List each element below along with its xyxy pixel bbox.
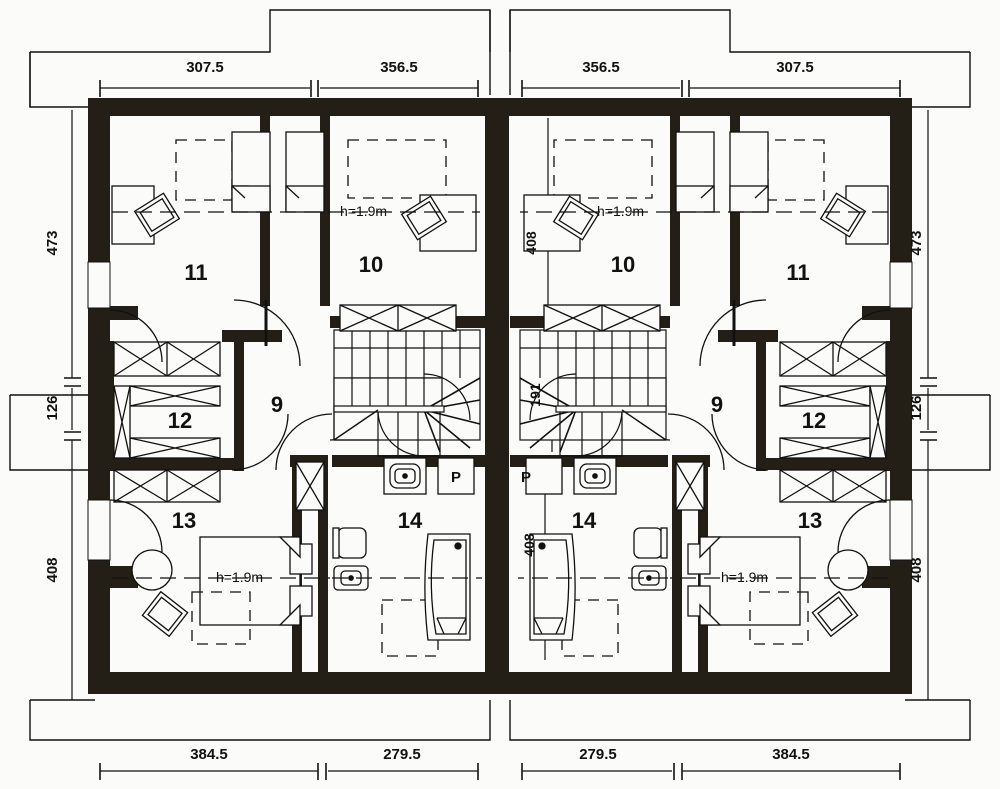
roof-outline [9, 9, 991, 741]
dim-bottom-2: 279.5 [383, 746, 421, 763]
window-openings [87, 261, 913, 561]
chair-icon [552, 195, 600, 241]
appliance-label-p-right: P [521, 469, 531, 486]
dim-left-3: 408 [44, 557, 61, 582]
dim-top-1: 307.5 [186, 59, 224, 76]
staircase-right [519, 329, 667, 457]
room-label-12-right: 12 [802, 408, 826, 433]
room-14-fixtures-right [518, 527, 668, 657]
room-label-13-right: 13 [798, 508, 822, 533]
dormer-right-2 [675, 131, 715, 213]
cabinet-above-stairs-right [543, 304, 661, 332]
cabinet-above-stairs-left [339, 304, 457, 332]
dim-top-2: 356.5 [380, 59, 418, 76]
appliances-right [525, 457, 617, 495]
dim-left-2: 126 [44, 395, 61, 420]
appliance-label-p-left: P [451, 469, 461, 486]
chair-icon [133, 192, 181, 238]
dim-top-3: 356.5 [582, 59, 620, 76]
dim-bottom-3: 279.5 [579, 746, 617, 763]
dim-bottom-1: 384.5 [190, 746, 228, 763]
closet-right-13 [675, 461, 705, 511]
room-11-furniture [111, 139, 233, 245]
room-label-12-left: 12 [168, 408, 192, 433]
closet-left-13 [295, 461, 325, 511]
dormer-left-1 [231, 131, 271, 213]
dim-right-2: 126 [908, 395, 925, 420]
chair-icon [141, 590, 189, 638]
staircase-left [333, 329, 481, 457]
wardrobe-12 [113, 341, 221, 503]
chair-icon [400, 195, 448, 241]
dim-right-1: 473 [908, 230, 925, 255]
height-label-1: h=1.9m [340, 203, 387, 219]
chair-icon [811, 590, 859, 638]
height-label-3: h=1.9m [216, 569, 263, 585]
chair-icon [819, 192, 867, 238]
room-label-14-left: 14 [398, 508, 423, 533]
room-label-9-right: 9 [711, 392, 723, 417]
dim-interior-1: 408 [523, 231, 539, 255]
room-14-fixtures-left [332, 527, 482, 657]
dim-interior-2: 191 [527, 383, 543, 407]
height-label-2: h=1.9m [597, 203, 644, 219]
room-13-furniture [131, 536, 313, 645]
dim-top-4: 307.5 [776, 59, 814, 76]
room-label-9-left: 9 [271, 392, 283, 417]
height-label-4: h=1.9m [721, 569, 768, 585]
room-label-10-right: 10 [611, 252, 635, 277]
room-label-10-left: 10 [359, 252, 383, 277]
dormer-right-1 [729, 131, 769, 213]
left-unit [109, 131, 482, 657]
dim-right-3: 408 [908, 557, 925, 582]
room-11-furniture [767, 139, 889, 245]
room-13-furniture [687, 536, 869, 645]
right-unit [518, 131, 891, 657]
wardrobe-12 [779, 341, 887, 503]
appliances-left [383, 457, 475, 495]
room-label-11-right: 11 [786, 260, 809, 285]
dormer-left-2 [285, 131, 325, 213]
room-label-14-right: 14 [572, 508, 597, 533]
room-label-13-left: 13 [172, 508, 196, 533]
dimension-lines [64, 80, 937, 780]
dim-left-1: 473 [44, 230, 61, 255]
dim-bottom-4: 384.5 [772, 746, 810, 763]
dim-interior-3: 408 [521, 533, 537, 557]
room-label-11-left: 11 [184, 260, 207, 285]
